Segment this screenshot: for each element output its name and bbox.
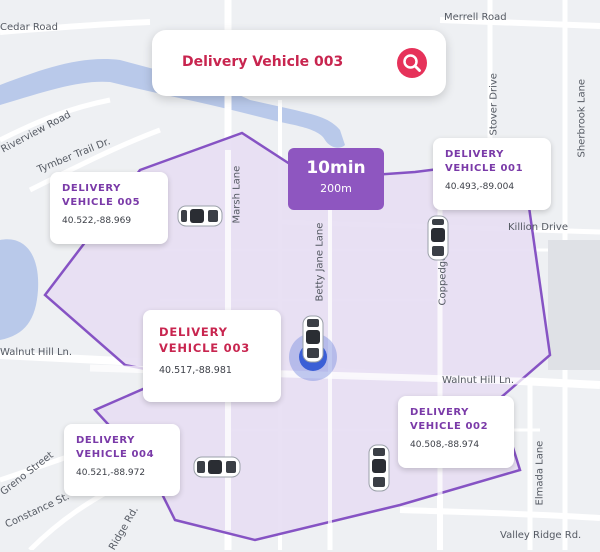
building-block [548,240,600,370]
vehicle-card-003[interactable]: DELIVERY VEHICLE 003 40.517,-88.981 [143,310,281,402]
street-label-betty-jane-lane: Betty Jane Lane [314,222,326,302]
eta-time: 10min [306,158,366,178]
search-bar[interactable]: Delivery Vehicle 003 [152,30,446,96]
vehicle-title-line1: DELIVERY [159,325,228,339]
vehicle-title-line1: DELIVERY [445,149,504,160]
vehicle-title-line2: VEHICLE 004 [76,449,155,460]
eta-badge: 10min 200m [288,148,384,210]
vehicle-coordinates: 40.522,-88.969 [62,216,132,226]
street-label-walnut-hill-west: Walnut Hill Ln. [0,347,73,358]
car-icon[interactable] [367,443,391,493]
search-icon [403,54,421,72]
water-river [0,59,345,148]
street-label-stover-drive: Stover Drive [488,73,500,136]
car-icon[interactable] [301,314,325,364]
vehicle-title-line1: DELIVERY [76,435,135,446]
vehicle-coordinates: 40.508,-88.974 [410,440,480,450]
vehicle-card-005[interactable]: DELIVERY VEHICLE 005 40.522,-88.969 [50,172,168,244]
search-query[interactable]: Delivery Vehicle 003 [182,54,344,70]
street-label-coppedge: Coppedge [437,254,449,306]
vehicle-title-line2: VEHICLE 001 [445,163,524,174]
vehicle-title-line2: VEHICLE 003 [159,341,251,355]
search-button[interactable] [397,48,427,78]
street-label-cedar-road: Cedar Road [0,22,58,33]
eta-distance: 200m [320,182,352,195]
street-label-valley-ridge-rd: Valley Ridge Rd. [500,530,582,541]
vehicle-title-line1: DELIVERY [410,407,469,418]
vehicle-card-002[interactable]: DELIVERY VEHICLE 002 40.508,-88.974 [398,396,514,468]
vehicle-title-line2: VEHICLE 002 [410,421,489,432]
car-icon[interactable] [176,204,224,228]
vehicle-title-line2: VEHICLE 005 [62,197,141,208]
street-label-marsh-lane: Marsh Lane [231,165,243,224]
street-label-walnut-hill-east: Walnut Hill Ln. [442,375,515,386]
vehicle-coordinates: 40.517,-88.981 [159,365,232,376]
car-icon[interactable] [426,214,450,262]
vehicle-coordinates: 40.521,-88.972 [76,468,146,478]
street-label-killion-drive: Killion Drive [508,222,568,233]
water-lake [0,239,39,340]
vehicle-card-004[interactable]: DELIVERY VEHICLE 004 40.521,-88.972 [64,424,180,496]
vehicle-card-001[interactable]: DELIVERY VEHICLE 001 40.493,-89.004 [433,138,551,210]
street-label-elmada-lane: Elmada Lane [534,440,546,506]
vehicle-coordinates: 40.493,-89.004 [445,182,515,192]
street-label-merrell-road: Merrell Road [444,12,507,23]
car-icon[interactable] [192,455,242,479]
street-label-sherbrook-lane: Sherbrook Lane [576,78,588,158]
vehicle-title-line1: DELIVERY [62,183,121,194]
